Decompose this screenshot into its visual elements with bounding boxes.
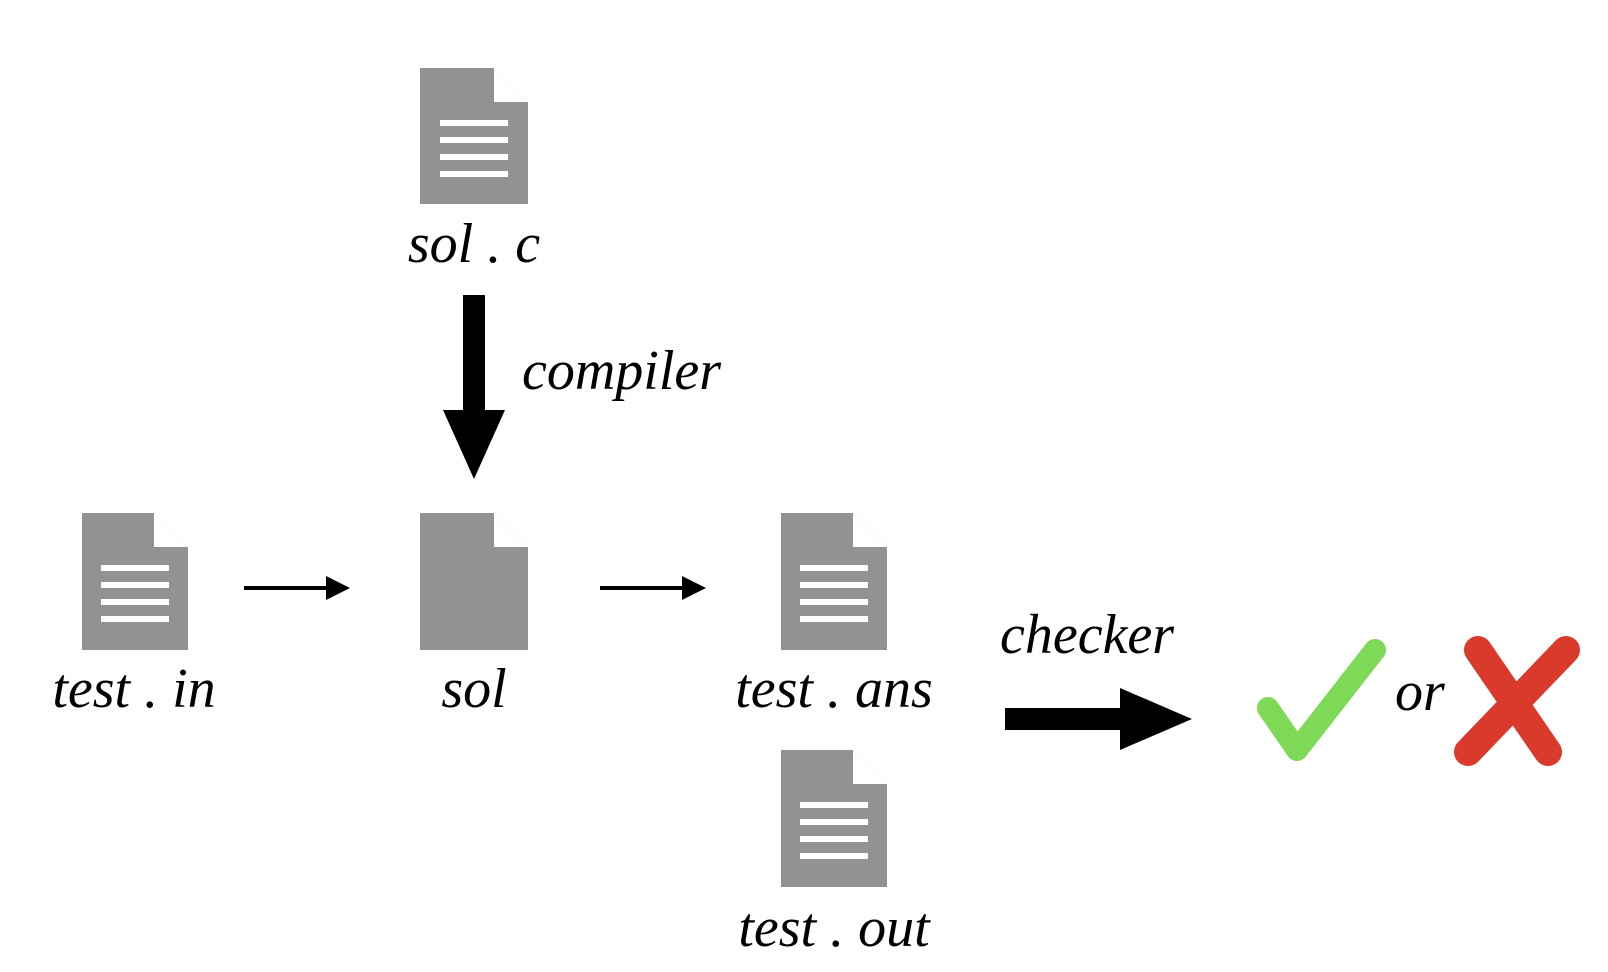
output-file-label: test . out [738,897,931,959]
source-file-icon [420,68,528,204]
verdict-connector: or [1395,661,1445,723]
compile-arrow [443,295,505,479]
input-file-icon [82,513,188,650]
binary-to-answer-arrow [600,576,706,600]
source-file-label: sol . c [408,213,540,275]
check-arrow [1005,688,1192,750]
binary-file-icon [420,513,528,650]
input-to-binary-arrow [244,576,350,600]
cross-icon [1454,636,1580,766]
answer-file-icon [781,513,887,650]
compile-step-label: compiler [522,340,721,402]
check-step-label: checker [1000,604,1174,666]
input-file-label: test . in [52,658,215,720]
binary-file-label: sol [441,658,506,720]
checkmark-icon [1257,639,1386,761]
output-file-icon [781,750,887,887]
answer-file-label: test . ans [735,658,933,720]
